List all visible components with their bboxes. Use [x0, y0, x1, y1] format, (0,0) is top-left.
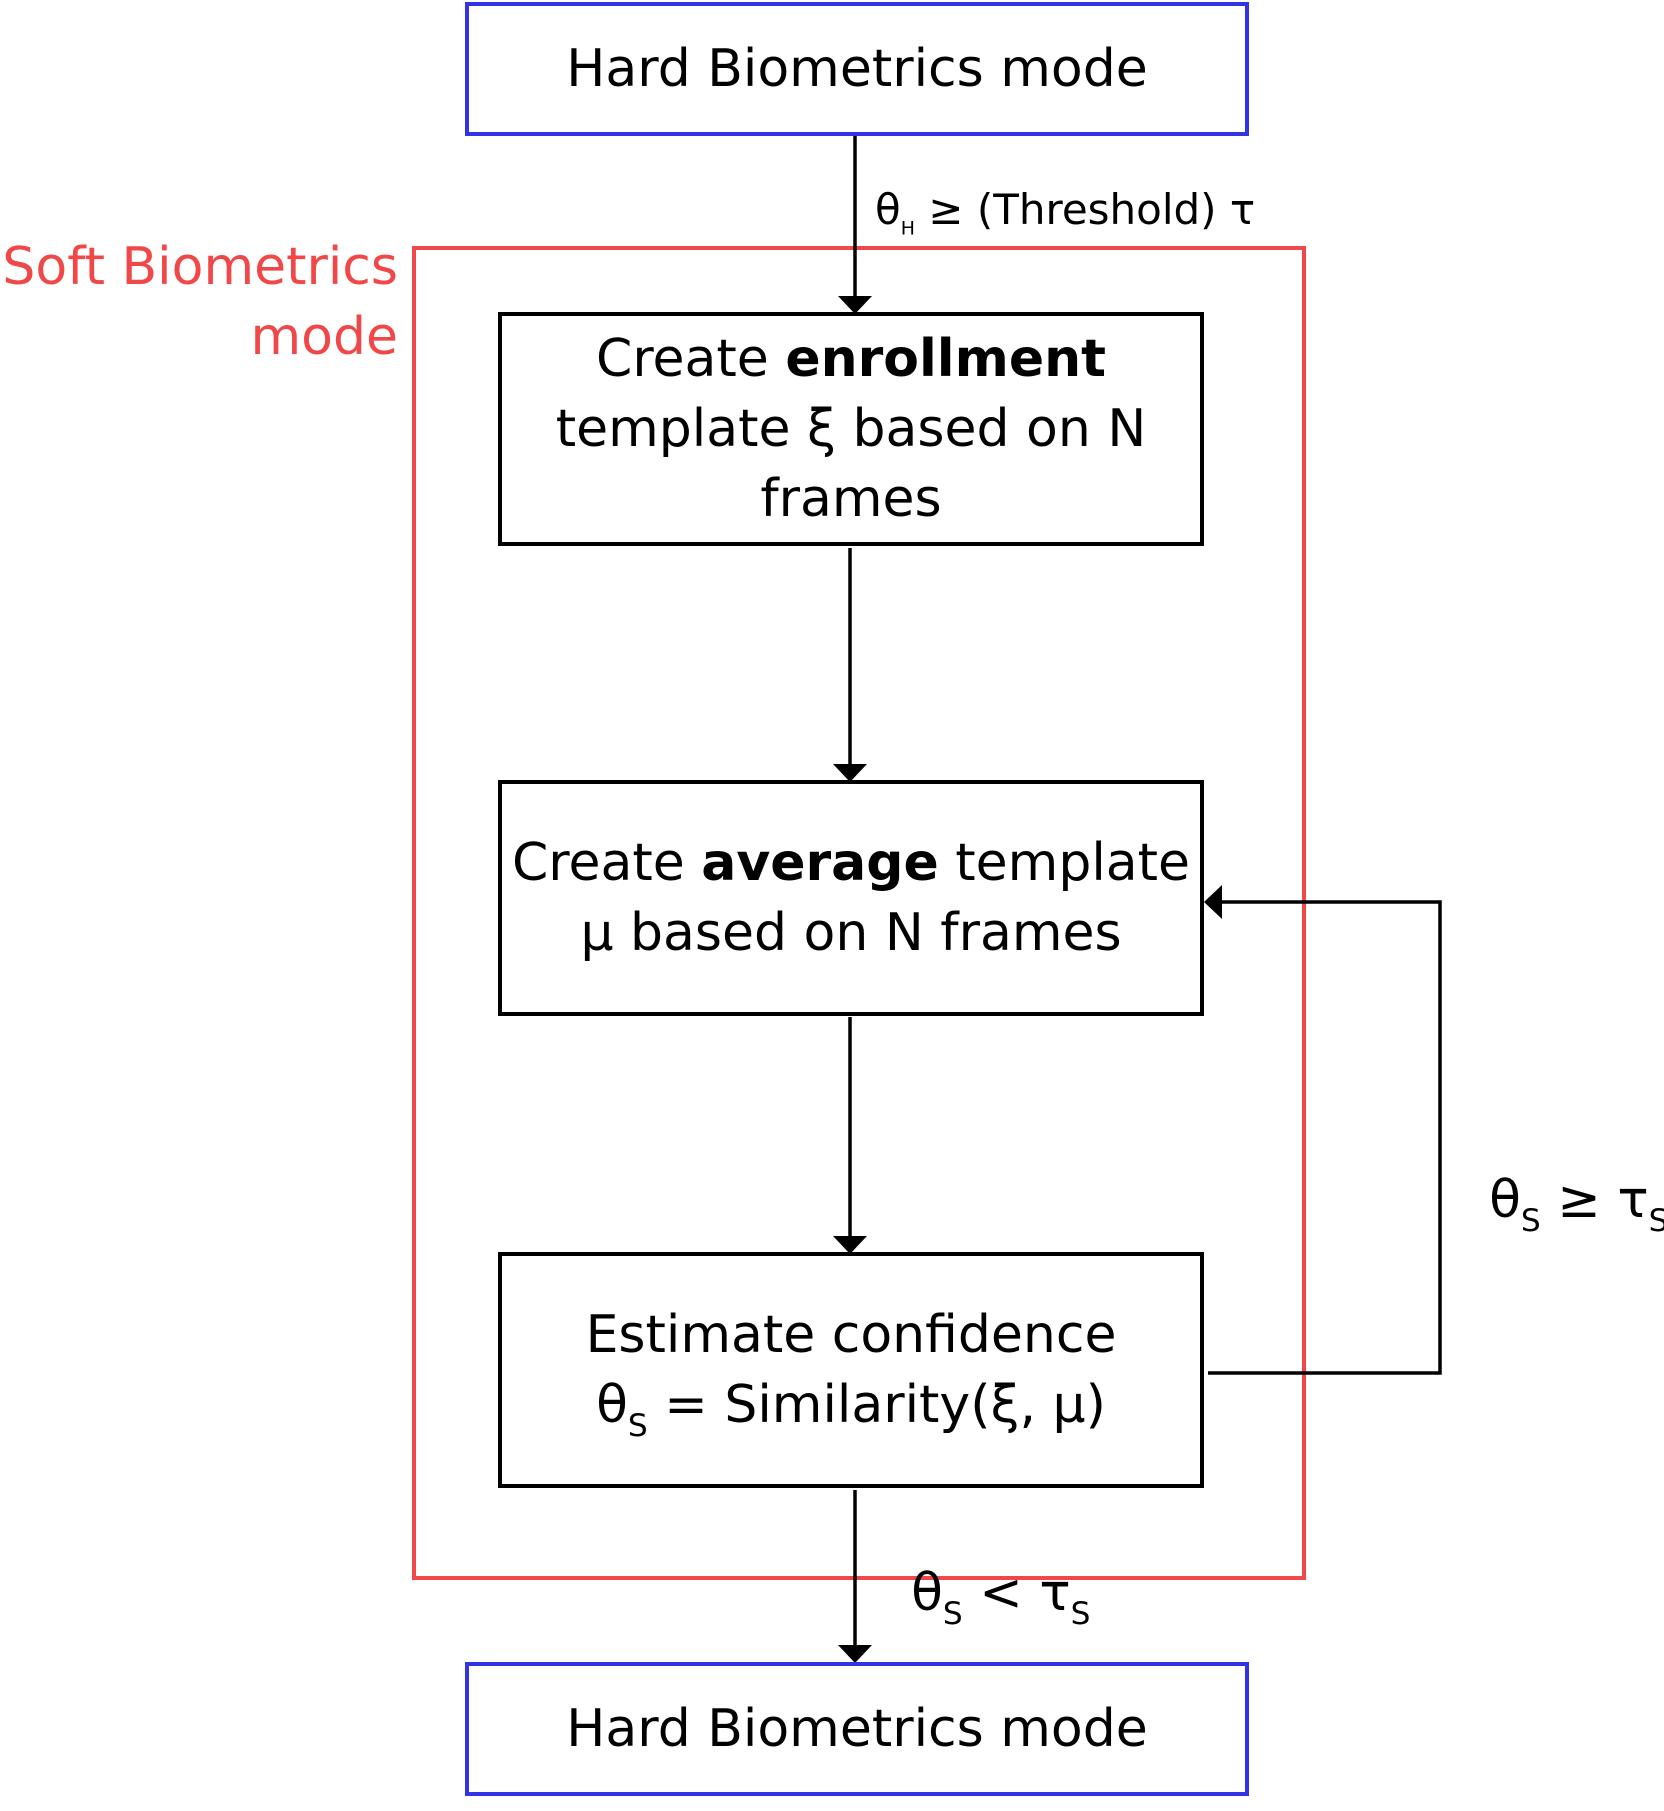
loop-condition-label: θS ≥ τS: [1456, 1110, 1664, 1237]
hard-biometrics-bottom-box: Hard Biometrics mode: [465, 1662, 1249, 1796]
step-estimate-theta: θ: [596, 1375, 628, 1435]
loop-op: ≥: [1540, 1170, 1618, 1230]
step-enrollment-line2: template ξ based on N: [555, 399, 1147, 459]
step-estimate-rest: = Similarity(ξ, μ): [647, 1375, 1106, 1435]
entry-theta: θ: [875, 185, 901, 234]
arrowhead-loop: [1204, 885, 1222, 919]
soft-biometrics-frame: [412, 246, 1306, 1580]
step-enrollment-pre: Create: [596, 329, 786, 389]
hard-biometrics-top-box: Hard Biometrics mode: [465, 2, 1249, 136]
loop-tau-sub: S: [1648, 1203, 1664, 1240]
exit-theta-sub: S: [942, 1596, 963, 1633]
entry-threshold-label: θH ≥ (Threshold) τ: [875, 185, 1256, 238]
loop-back-connector: [1208, 900, 1442, 1375]
loop-theta-sub: S: [1520, 1203, 1541, 1240]
step-estimate-confidence: Estimate confidence θS = Similarity(ξ, μ…: [498, 1252, 1204, 1488]
soft-biometrics-label: Soft Biometrics mode: [0, 232, 398, 372]
step-average-line2: μ based on N frames: [580, 903, 1122, 963]
step-enrollment-line1: Create enrollment: [596, 324, 1106, 394]
step-enrollment-bold: enrollment: [785, 329, 1106, 389]
exit-tau-sub: S: [1070, 1596, 1091, 1633]
soft-biometrics-label-line1: Soft Biometrics: [2, 237, 398, 297]
loop-tau: τ: [1617, 1170, 1649, 1230]
loop-theta: θ: [1489, 1170, 1521, 1230]
soft-biometrics-label-line2: mode: [250, 307, 398, 367]
exit-op: <: [962, 1563, 1040, 1623]
hard-biometrics-bottom-label: Hard Biometrics mode: [566, 1699, 1148, 1759]
entry-theta-sub: H: [900, 217, 915, 240]
step-average-post: template: [938, 833, 1191, 893]
step-average-pre: Create: [511, 833, 702, 893]
arrowhead-enroll: [838, 296, 872, 314]
exit-condition-label: θS < τS: [878, 1503, 1090, 1630]
step-average-line1: Create average template: [512, 828, 1190, 898]
arrowhead-average: [833, 764, 867, 782]
entry-threshold-text: ≥ (Threshold) τ: [914, 185, 1256, 234]
exit-tau: τ: [1039, 1563, 1071, 1623]
step-estimate-line1: Estimate confidence: [585, 1305, 1117, 1365]
step-estimate-theta-sub: S: [627, 1408, 648, 1445]
step-enrollment-line3: frames: [760, 469, 942, 529]
step-enrollment-template: Create enrollment template ξ based on N …: [498, 312, 1204, 546]
arrowhead-estimate: [833, 1236, 867, 1254]
hard-biometrics-top-label: Hard Biometrics mode: [566, 39, 1148, 99]
step-estimate-line2: θS = Similarity(ξ, μ): [596, 1370, 1106, 1442]
arrowhead-hard-bottom: [838, 1645, 872, 1663]
step-average-bold: average: [701, 833, 939, 893]
step-average-template: Create average template μ based on N fra…: [498, 780, 1204, 1016]
exit-theta: θ: [911, 1563, 943, 1623]
